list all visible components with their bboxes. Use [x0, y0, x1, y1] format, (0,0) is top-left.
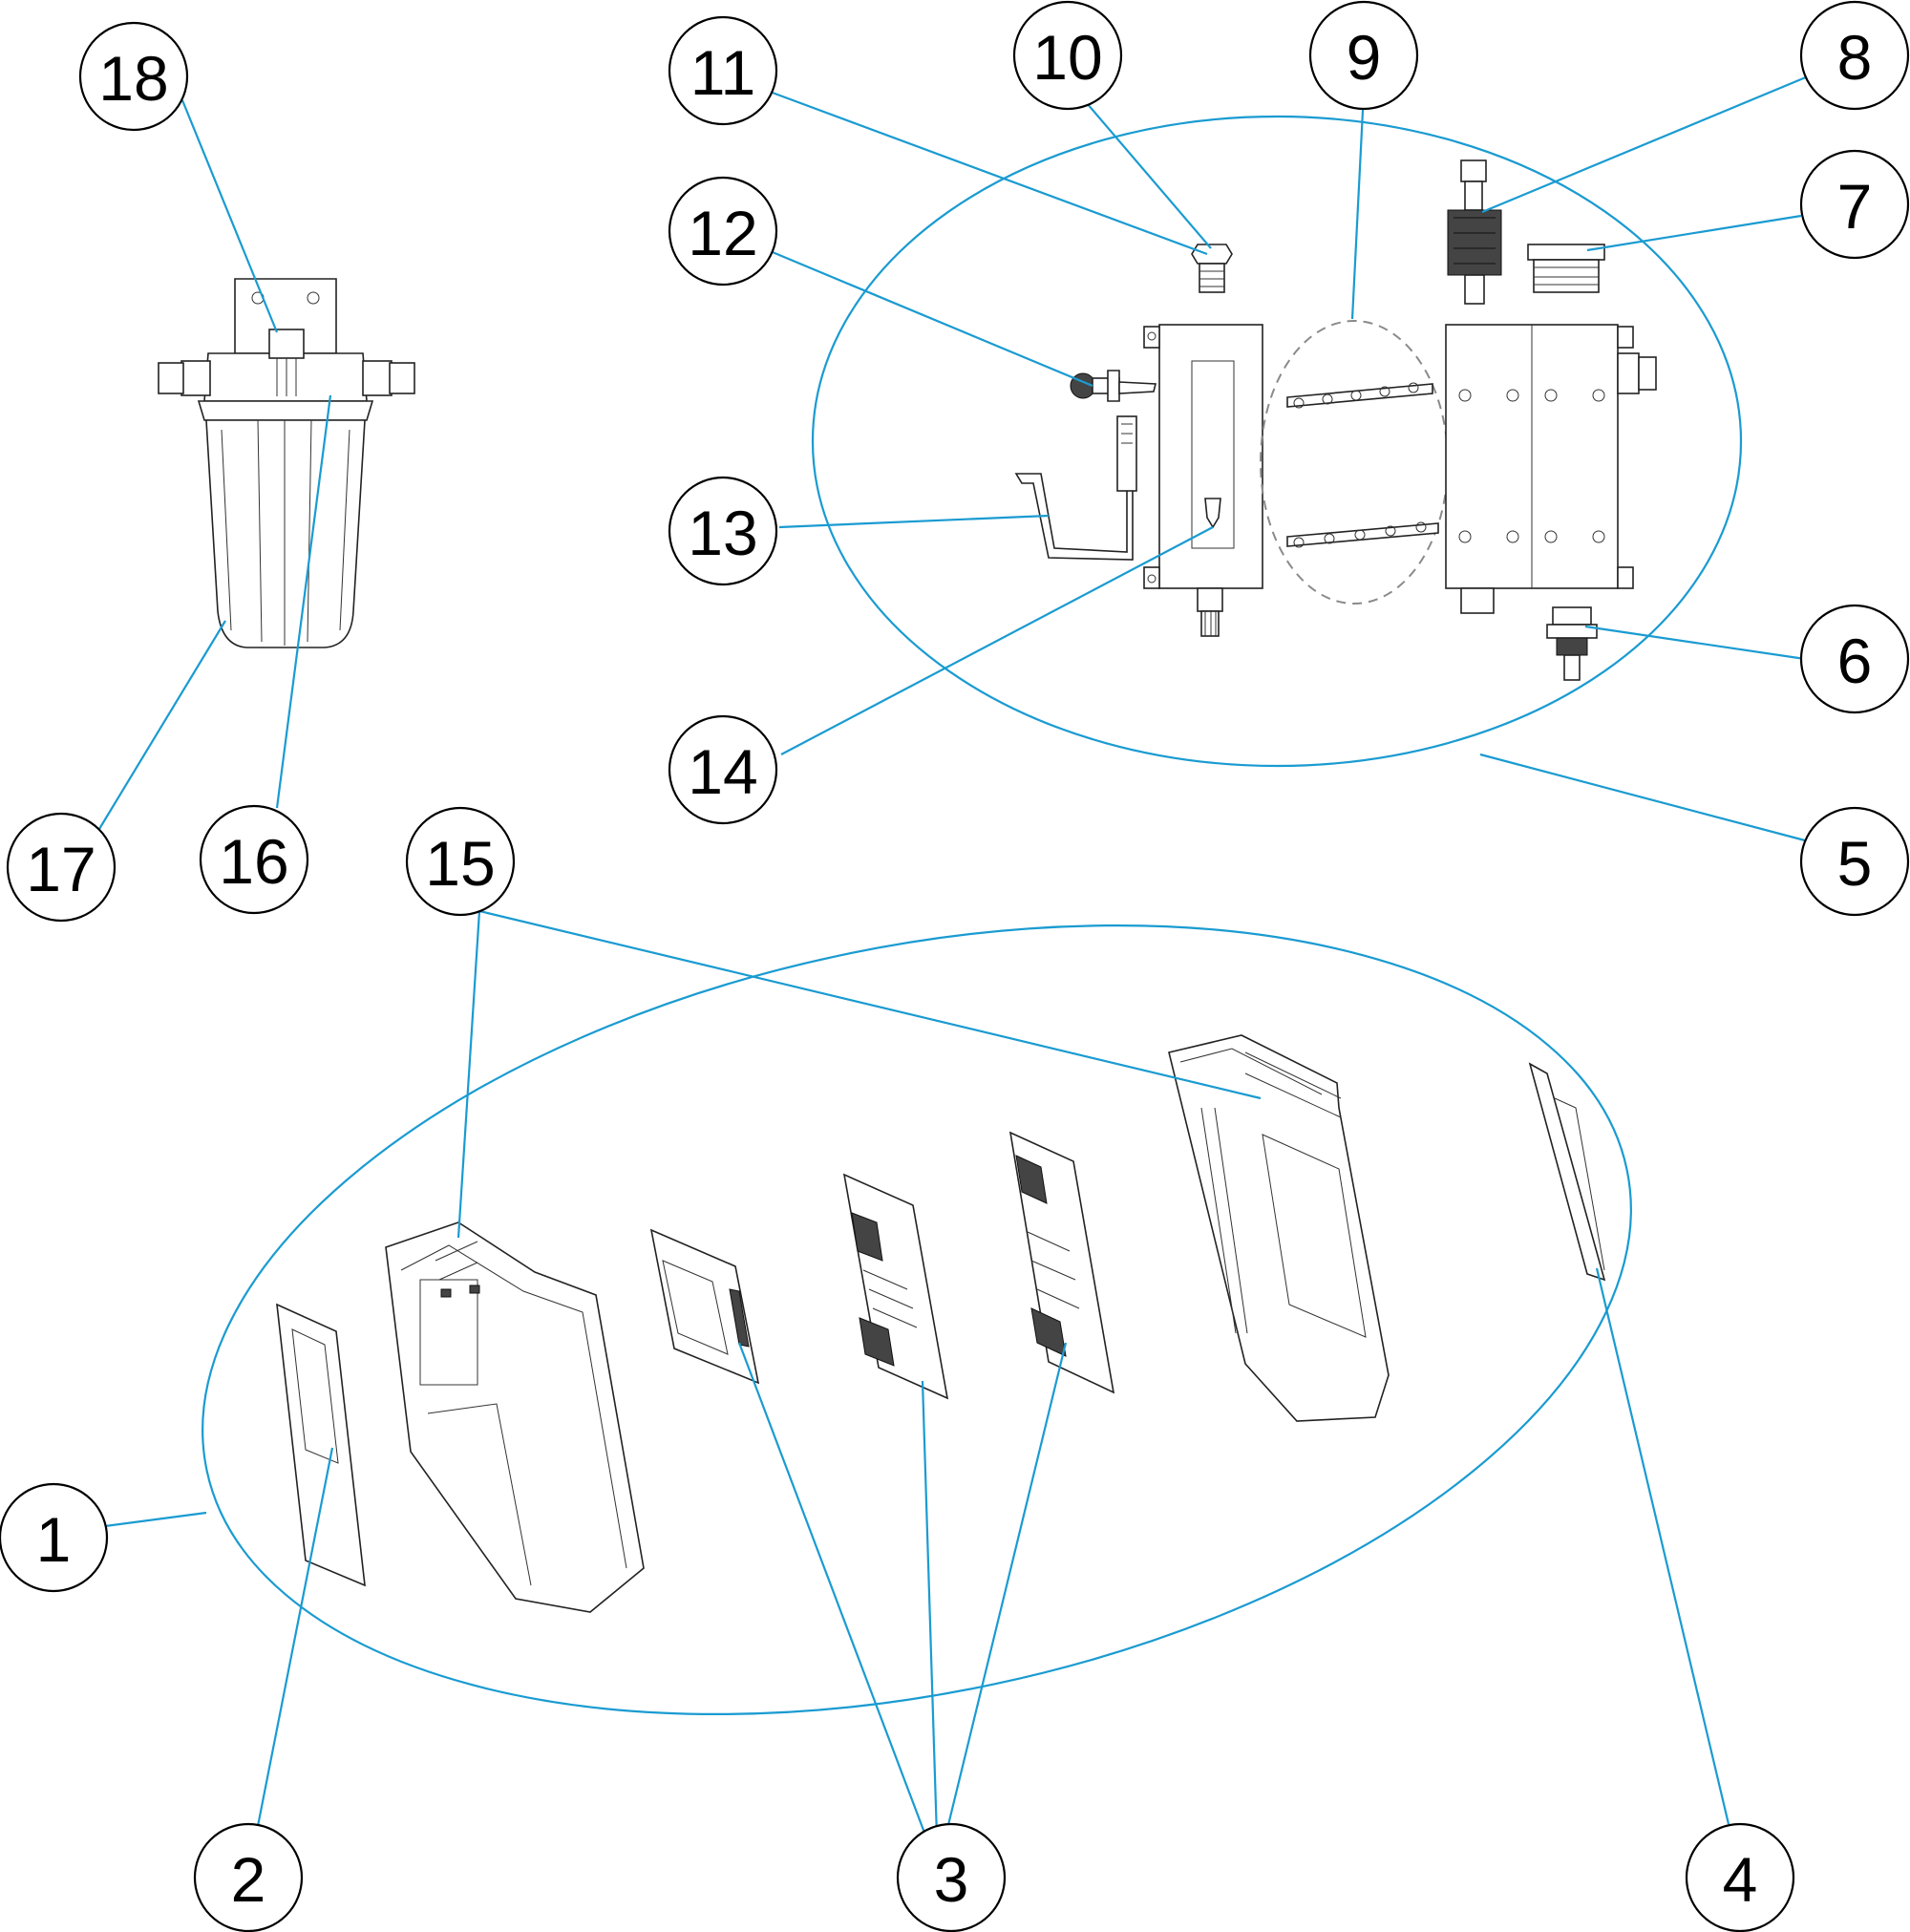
leader-3b — [921, 1380, 940, 1869]
probe-bracket — [1014, 415, 1137, 561]
leader-17 — [98, 620, 226, 830]
svg-text:8: 8 — [1837, 22, 1873, 93]
leader-16 — [275, 394, 332, 809]
svg-text:4: 4 — [1723, 1844, 1758, 1915]
sample-valve — [1070, 370, 1157, 402]
leader-11 — [769, 90, 1208, 256]
svg-text:13: 13 — [688, 498, 757, 568]
hydraulic-group-outline — [811, 115, 1743, 768]
leader-13 — [778, 514, 1050, 529]
callout-17: 17 — [6, 812, 117, 923]
svg-text:11: 11 — [690, 37, 756, 108]
control-box-group-outline — [202, 924, 1632, 1716]
leader-6 — [1584, 625, 1806, 661]
leader-2 — [256, 1447, 334, 1827]
callout-7: 7 — [1799, 149, 1910, 260]
callout-2: 2 — [193, 1822, 304, 1932]
callout-8: 8 — [1799, 0, 1910, 111]
svg-text:9: 9 — [1347, 22, 1382, 93]
rear-enclosure — [1168, 1034, 1390, 1422]
top-plug — [1191, 244, 1233, 293]
callout-16: 16 — [199, 804, 309, 915]
callout-14: 14 — [668, 714, 778, 825]
svg-text:15: 15 — [425, 828, 495, 899]
svg-text:16: 16 — [219, 826, 288, 897]
svg-text:2: 2 — [231, 1844, 266, 1915]
electrodes-outline — [1260, 320, 1449, 605]
svg-text:3: 3 — [934, 1844, 969, 1915]
leader-15b — [478, 909, 1262, 1100]
leader-9 — [1350, 91, 1366, 320]
svg-text:7: 7 — [1837, 171, 1873, 242]
callout-11: 11 — [668, 15, 778, 126]
gas-sensor — [1447, 159, 1502, 305]
label-sticker — [276, 1303, 366, 1587]
leader-14 — [780, 526, 1214, 755]
electrolysis-cell — [1445, 324, 1657, 614]
front-cover — [385, 1221, 645, 1613]
callout-3: 3 — [896, 1822, 1007, 1932]
leader-12 — [767, 248, 1093, 388]
callout-9: 9 — [1308, 0, 1419, 111]
flow-cell-body — [1143, 324, 1263, 637]
leader-lines — [98, 73, 1814, 1869]
callout-5: 5 — [1799, 806, 1910, 917]
svg-text:6: 6 — [1837, 626, 1873, 696]
svg-text:17: 17 — [26, 834, 96, 904]
main-board-1 — [842, 1173, 949, 1400]
svg-text:12: 12 — [688, 198, 757, 268]
svg-text:1: 1 — [36, 1504, 72, 1575]
leader-3c — [936, 1342, 1068, 1869]
svg-text:14: 14 — [688, 736, 757, 807]
callout-6: 6 — [1799, 604, 1910, 714]
mounting-bracket — [1528, 1062, 1606, 1282]
filter-housing — [158, 278, 415, 648]
drain-fitting — [1546, 606, 1598, 681]
svg-text:10: 10 — [1032, 22, 1102, 93]
display-board — [649, 1228, 760, 1385]
callout-15: 15 — [405, 806, 516, 917]
svg-text:18: 18 — [98, 43, 168, 114]
leader-7 — [1586, 214, 1802, 252]
callout-4: 4 — [1685, 1822, 1795, 1932]
callout-1: 1 — [0, 1482, 109, 1593]
cell-cap — [1527, 244, 1605, 293]
callout-12: 12 — [668, 176, 778, 287]
svg-text:5: 5 — [1837, 828, 1873, 899]
leader-3a — [737, 1342, 940, 1869]
leader-18 — [180, 99, 279, 333]
leader-10 — [1086, 102, 1212, 249]
callout-10: 10 — [1012, 0, 1123, 111]
leader-4 — [1595, 1267, 1730, 1825]
callout-18: 18 — [78, 21, 189, 132]
leader-5 — [1479, 753, 1806, 842]
electrodes — [1286, 382, 1439, 548]
main-board-2 — [1008, 1131, 1115, 1394]
leader-15a — [456, 910, 481, 1239]
leader-1 — [104, 1511, 207, 1528]
callout-13: 13 — [668, 476, 778, 586]
leader-8 — [1481, 73, 1814, 214]
